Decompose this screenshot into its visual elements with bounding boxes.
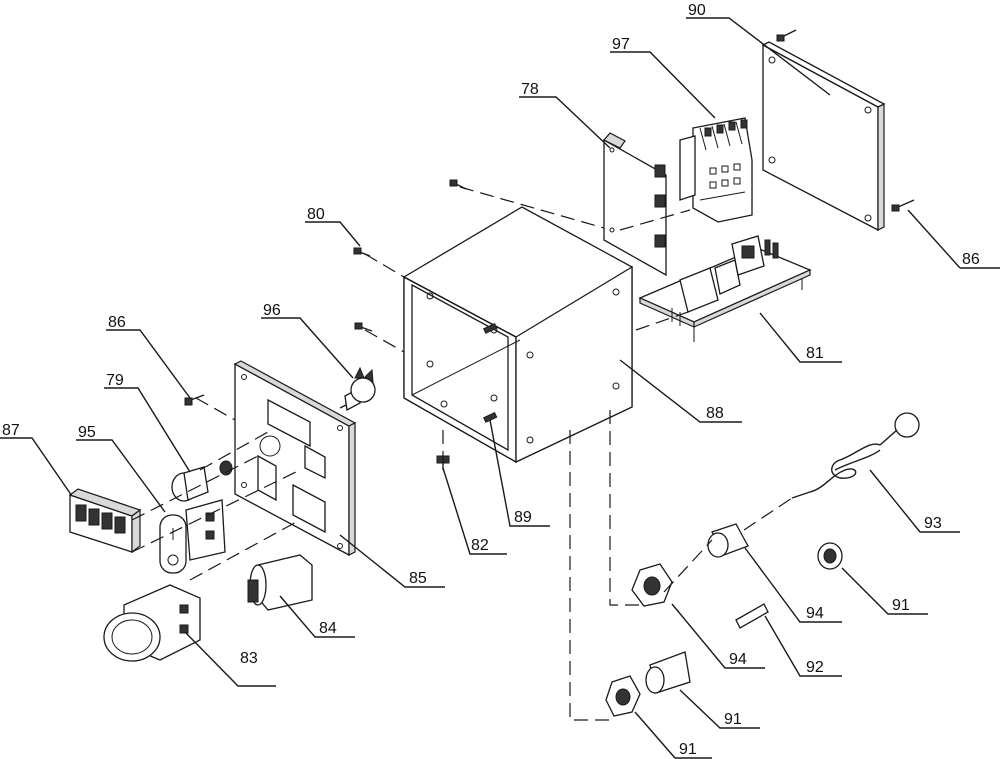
label-79: 79	[106, 372, 124, 389]
label-89: 89	[514, 509, 532, 526]
hex-nut	[631, 563, 673, 607]
label-90: 90	[688, 2, 706, 19]
leader-lines	[0, 17, 1000, 759]
selector-switch	[247, 554, 313, 611]
contactor	[679, 117, 753, 223]
label-87: 87	[2, 422, 20, 439]
label-97: 97	[612, 36, 630, 53]
screw-bottom	[436, 455, 450, 470]
label-93: 93	[924, 515, 942, 532]
screw-panel	[184, 394, 205, 406]
label-86-left: 86	[108, 314, 126, 331]
label-80: 80	[307, 206, 325, 223]
label-78: 78	[521, 81, 539, 98]
fuse-holder	[645, 651, 691, 694]
digital-display	[68, 488, 142, 554]
label-81: 81	[806, 345, 824, 362]
label-91-a: 91	[892, 597, 910, 614]
push-switch	[159, 499, 226, 574]
label-96: 96	[263, 302, 281, 319]
relay-board	[603, 132, 667, 277]
back-cover-plate	[761, 41, 886, 232]
front-panel	[233, 360, 357, 557]
assembly-lines	[131, 186, 796, 721]
label-83: 83	[240, 650, 258, 667]
label-91-c: 91	[679, 741, 697, 758]
label-91-b: 91	[724, 711, 742, 728]
label-85: 85	[409, 570, 427, 587]
cable-gland	[707, 523, 749, 558]
screw-right	[891, 199, 915, 212]
power-cable	[791, 412, 920, 499]
screw-top-right	[776, 29, 797, 42]
potentiometer	[339, 366, 376, 412]
box-screw-inside-top	[483, 322, 498, 334]
label-84: 84	[319, 620, 337, 637]
box-screw-inside-bottom	[483, 411, 498, 423]
gland-nut	[817, 542, 843, 570]
label-94-b: 94	[729, 651, 747, 668]
emergency-stop	[103, 584, 201, 662]
screw-left-upper	[353, 247, 371, 257]
fuse	[735, 603, 769, 629]
label-92: 92	[806, 659, 824, 676]
main-pcb	[638, 235, 812, 342]
part-labels: 90 97 78 80 86 96 86 79 87 95 88 89 82 8…	[2, 2, 980, 758]
knob	[171, 460, 233, 502]
enclosure-box	[403, 206, 633, 464]
label-88: 88	[706, 405, 724, 422]
fuse-holder-nut	[605, 675, 641, 717]
label-94-a: 94	[806, 605, 824, 622]
label-86-right: 86	[962, 251, 980, 268]
label-95: 95	[78, 424, 96, 441]
screw-left-lower	[354, 322, 373, 332]
label-82: 82	[471, 537, 489, 554]
